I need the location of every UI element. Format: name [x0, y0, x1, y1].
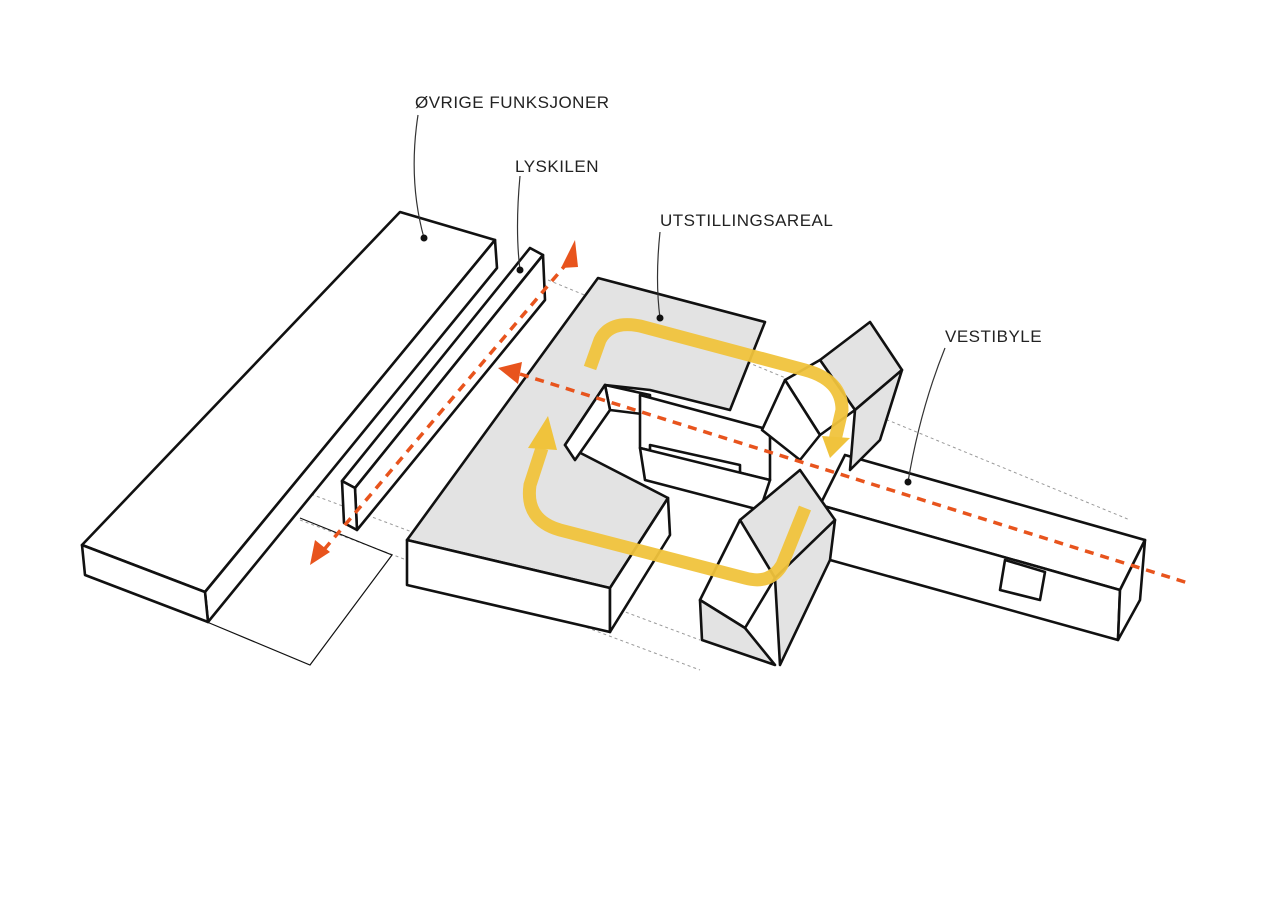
- connector-volume: [638, 393, 772, 512]
- utstillingsareal-dot: [656, 314, 664, 322]
- lyskilen-wall: [340, 246, 547, 532]
- label-lyskilen: LYSKILEN: [515, 157, 599, 176]
- label-utstillingsareal: UTSTILLINGSAREAL: [660, 211, 833, 230]
- ovrige-funksjoner-dot: [420, 234, 428, 242]
- ovrige-funksjoner-block: [80, 210, 499, 624]
- utstillingsareal-block: [405, 276, 767, 634]
- vestibyle-dot: [904, 478, 912, 486]
- leaders: [413, 114, 946, 486]
- circulation-loop: [522, 318, 850, 587]
- vestibyle-block: [818, 453, 1147, 642]
- axis-arrows: [310, 240, 1189, 585]
- gabled-house-south: [698, 468, 837, 667]
- label-vestibyle: VESTIBYLE: [945, 327, 1042, 346]
- label-ovrige-funksjoner: ØVRIGE FUNKSJONER: [415, 93, 610, 112]
- lyskilen-dot: [516, 266, 524, 274]
